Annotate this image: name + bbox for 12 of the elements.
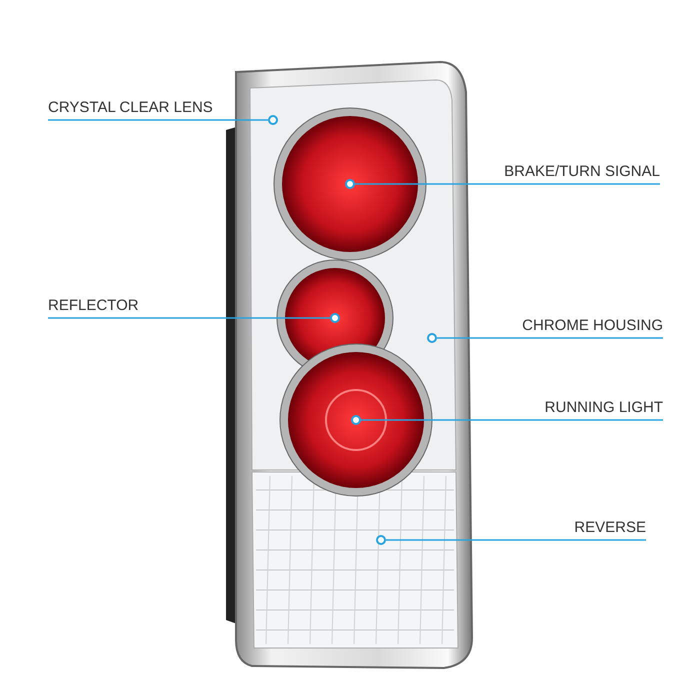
callout-label: CHROME HOUSING bbox=[522, 317, 663, 334]
leader-line bbox=[386, 539, 646, 541]
leader-line bbox=[437, 337, 663, 339]
callout-label: RUNNING LIGHT bbox=[544, 399, 663, 416]
leader-line bbox=[48, 119, 268, 121]
callout-label: REFLECTOR bbox=[48, 297, 139, 314]
callout-label: CRYSTAL CLEAR LENS bbox=[48, 99, 213, 116]
callout-label: BRAKE/TURN SIGNAL bbox=[504, 163, 660, 180]
leader-line bbox=[48, 317, 330, 319]
leader-line bbox=[355, 183, 660, 185]
leader-line bbox=[361, 419, 663, 421]
callout-label: REVERSE bbox=[574, 519, 646, 536]
